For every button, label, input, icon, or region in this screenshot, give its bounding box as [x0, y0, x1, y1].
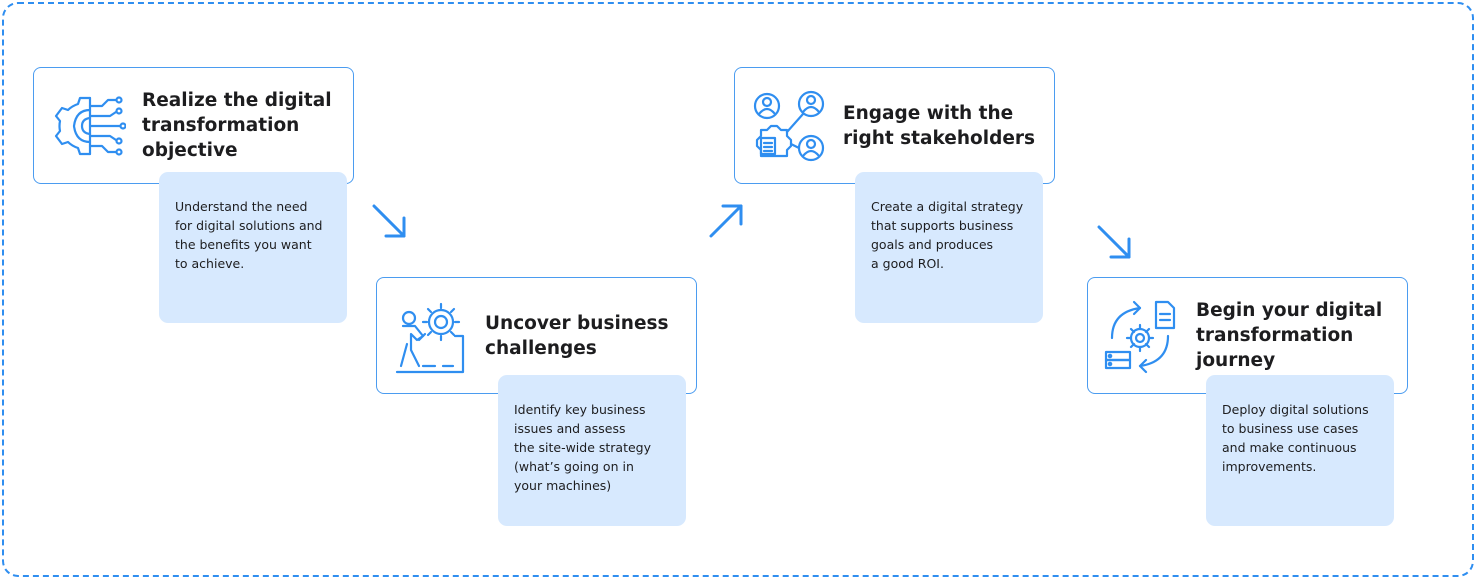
step-3-card: Engage with the right stakeholders [734, 67, 1055, 184]
step-1-title: Realize the digital transformation objec… [142, 90, 332, 161]
stakeholders-network-icon [753, 90, 825, 162]
step-2-description: Identify key business issues and assess … [498, 375, 686, 526]
step-4-card: Begin your digital transformation journe… [1087, 277, 1408, 394]
step-4-title: Begin your digital transformation journe… [1196, 300, 1383, 371]
step-1-card: Realize the digital transformation objec… [33, 67, 354, 184]
arrow-up-right-icon [709, 204, 743, 238]
person-pushing-gear-icon [395, 302, 465, 374]
process-cycle-icon [1104, 300, 1176, 374]
arrow-down-right-icon [1097, 225, 1131, 259]
step-3-description: Create a digital strategy that supports … [855, 172, 1043, 323]
arrow-down-right-icon [372, 204, 406, 238]
digital-gear-icon [54, 96, 126, 156]
step-2-title: Uncover business challenges [485, 312, 669, 359]
step-3-title: Engage with the right stakeholders [843, 102, 1036, 149]
step-4-description: Deploy digital solutions to business use… [1206, 375, 1394, 526]
step-2-card: Uncover business challenges [376, 277, 697, 394]
step-1-description: Understand the need for digital solution… [159, 172, 347, 323]
